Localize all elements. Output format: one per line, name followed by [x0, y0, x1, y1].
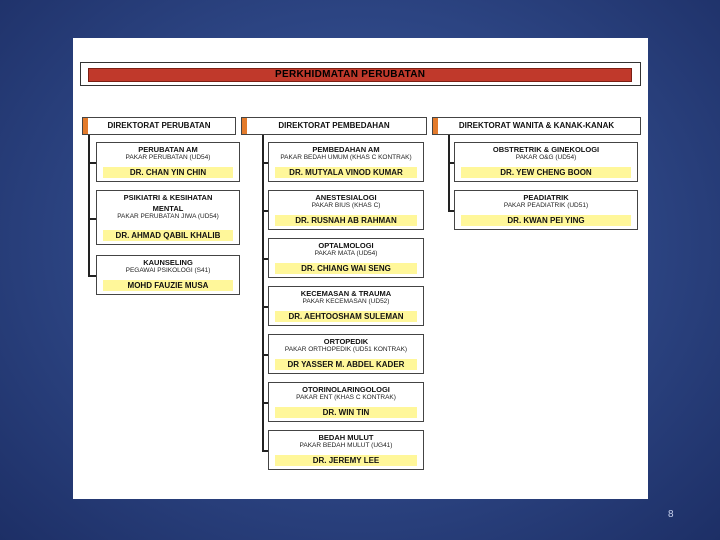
- unit-role: PAKAR PEADIATRIK (UD51): [503, 202, 589, 209]
- connector-trunk: [448, 135, 450, 210]
- unit-title: BEDAH MULUT: [318, 433, 374, 442]
- directorate-accent: [83, 118, 88, 134]
- directorate-label: DIREKTORAT PERUBATAN: [107, 121, 211, 130]
- unit-title: OBSTRETRIK & GINEKOLOGI: [492, 145, 600, 154]
- connector-branch: [262, 354, 268, 356]
- unit-role: PAKAR KECEMASAN (UD52): [302, 298, 390, 305]
- unit-role: PAKAR O&G (UD54): [515, 154, 577, 161]
- unit-title: PSIKIATRI & KESIHATAN: [123, 193, 213, 202]
- directorate-accent: [433, 118, 438, 134]
- directorate-1: DIREKTORAT PERUBATAN: [82, 117, 236, 135]
- unit-role: PAKAR ENT (KHAS C KONTRAK): [296, 394, 396, 401]
- directorate-label: DIREKTORAT WANITA & KANAK-KANAK: [458, 121, 615, 130]
- connector-trunk: [262, 135, 264, 450]
- unit-title: MENTAL: [152, 204, 184, 213]
- directorate-accent: [242, 118, 247, 134]
- unit-head-name: DR. CHIANG WAI SENG: [275, 263, 417, 274]
- connector-branch: [88, 275, 96, 277]
- chart-title: PERKHIDMATAN PERUBATAN: [88, 68, 632, 82]
- unit-title: KECEMASAN & TRAUMA: [300, 289, 392, 298]
- connector-branch: [448, 210, 454, 212]
- connector-branch: [262, 306, 268, 308]
- unit-head-name: DR. WIN TIN: [275, 407, 417, 418]
- unit-role: PAKAR BEDAH MULUT (UG41): [299, 442, 393, 449]
- connector-branch: [448, 162, 454, 164]
- unit-role: PAKAR PERUBATAN JIWA (UD54): [117, 213, 219, 220]
- directorate-label: DIREKTORAT PEMBEDAHAN: [278, 121, 390, 130]
- unit-role: PEGAWAI PSIKOLOGI (S41): [125, 267, 211, 274]
- unit-head-name: DR. CHAN YIN CHIN: [103, 167, 233, 178]
- connector-branch: [262, 210, 268, 212]
- unit-head-name: MOHD FAUZIE MUSA: [103, 280, 233, 291]
- unit-head-name: DR. MUTYALA VINOD KUMAR: [275, 167, 417, 178]
- unit-head-name: DR. RUSNAH AB RAHMAN: [275, 215, 417, 226]
- connector-branch: [262, 402, 268, 404]
- unit-title: KAUNSELING: [143, 258, 193, 267]
- unit-head-name: DR. YEW CHENG BOON: [461, 167, 631, 178]
- directorate-3: DIREKTORAT WANITA & KANAK-KANAK: [432, 117, 641, 135]
- unit-role: PAKAR PERUBATAN (UD54): [125, 154, 211, 161]
- connector-branch: [88, 162, 96, 164]
- connector-branch: [262, 258, 268, 260]
- unit-head-name: DR. JEREMY LEE: [275, 455, 417, 466]
- directorate-2: DIREKTORAT PEMBEDAHAN: [241, 117, 427, 135]
- connector-trunk: [88, 135, 90, 275]
- unit-role: PAKAR BEDAH UMUM (KHAS C KONTRAK): [280, 154, 412, 161]
- page-number: 8: [668, 509, 674, 520]
- unit-title: ANESTESIALOGI: [315, 193, 377, 202]
- unit-role: PAKAR MATA (UD54): [314, 250, 378, 257]
- unit-title: OTORINOLARINGOLOGI: [302, 385, 390, 394]
- unit-head-name: DR. AHMAD QABIL KHALIB: [103, 230, 233, 241]
- unit-role: PAKAR ORTHOPEDIK (UD51 KONTRAK): [284, 346, 408, 353]
- connector-branch: [88, 217, 96, 220]
- connector-branch: [262, 450, 268, 452]
- unit-head-name: DR. KWAN PEI YING: [461, 215, 631, 226]
- connector-branch: [262, 162, 268, 164]
- unit-title: PERUBATAN AM: [138, 145, 198, 154]
- unit-title: PEADIATRIK: [523, 193, 569, 202]
- unit-title: OPTALMOLOGI: [318, 241, 374, 250]
- unit-role: PAKAR BIUS (KHAS C): [311, 202, 381, 209]
- unit-head-name: DR. AEHTOOSHAM SULEMAN: [275, 311, 417, 322]
- unit-head-name: DR YASSER M. ABDEL KADER: [275, 359, 417, 370]
- unit-title: ORTOPEDIK: [323, 337, 369, 346]
- unit-title: PEMBEDAHAN AM: [312, 145, 380, 154]
